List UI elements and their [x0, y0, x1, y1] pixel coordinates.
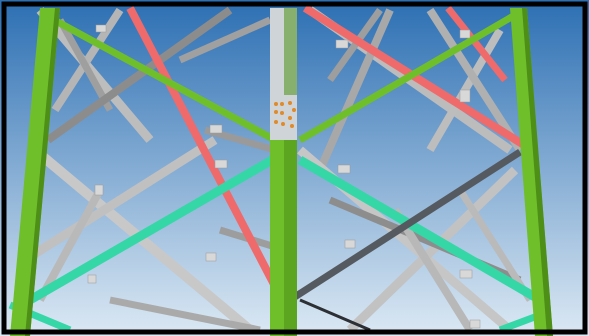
dark-diagonal[interactable] — [288, 149, 522, 303]
green-brace-upper-left[interactable] — [43, 11, 277, 144]
cyan-horizontal-right[interactable] — [297, 156, 543, 304]
red-diagonal-right-2[interactable] — [445, 5, 508, 83]
green-brace-upper-right[interactable] — [298, 11, 517, 144]
cyan-horizontal-left[interactable] — [27, 156, 275, 304]
cyan-horizontal-bottom-right[interactable] — [498, 311, 542, 334]
center-gusset[interactable] — [270, 95, 297, 140]
red-diagonal-left[interactable] — [126, 6, 282, 294]
tower-legs — [10, 8, 553, 336]
connection-plates — [87, 24, 481, 329]
center-leg-shade — [284, 8, 297, 336]
dark-diagonal-lower[interactable] — [299, 298, 371, 332]
left-leg-shade — [25, 8, 60, 336]
right-leg-shade — [522, 8, 553, 336]
highlighted-braces — [8, 4, 543, 334]
bolt-group — [274, 101, 296, 128]
red-diagonal-right[interactable] — [302, 4, 535, 154]
